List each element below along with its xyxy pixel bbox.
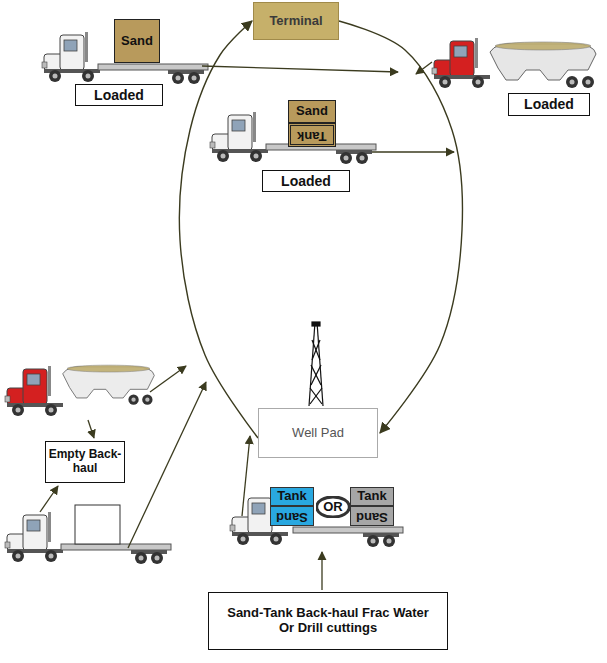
- node-text: Loaded: [281, 173, 331, 189]
- sand-load: Sand: [114, 19, 160, 63]
- status-box: Loaded: [262, 170, 350, 192]
- status-box: Empty Back-haul: [45, 441, 125, 483]
- flow-arc: [339, 21, 463, 433]
- node-text: Well Pad: [292, 426, 344, 441]
- or-circle: OR: [316, 496, 350, 518]
- well-pad-box: Well Pad: [258, 408, 378, 458]
- node-text: Tank: [357, 489, 386, 504]
- node-text: Sand: [121, 34, 153, 49]
- flow-arc: [179, 21, 258, 438]
- sand-load: Sand: [350, 506, 394, 526]
- node-text: Empty Back-haul: [46, 448, 124, 476]
- node-text: Sand: [356, 509, 388, 524]
- terminal-box: Terminal: [253, 2, 339, 40]
- sand-load: Sand: [288, 100, 336, 123]
- node-text: Loaded: [94, 87, 144, 103]
- tank-load: Tank: [350, 487, 394, 506]
- node-text: Tank: [297, 128, 326, 143]
- node-text: Tank: [277, 489, 306, 504]
- node-text: Sand-Tank Back-haul Frac Water Or Drill …: [221, 606, 436, 636]
- node-text: Terminal: [269, 14, 322, 29]
- node-text: Sand: [276, 509, 308, 524]
- callout-box: Sand-Tank Back-haul Frac Water Or Drill …: [208, 592, 448, 650]
- status-box: Loaded: [508, 93, 590, 116]
- status-box: Loaded: [75, 84, 163, 106]
- node-text: Sand: [296, 104, 328, 119]
- node-text: OR: [323, 500, 343, 515]
- node-text: Loaded: [524, 96, 574, 112]
- tank-load: Tank: [270, 487, 314, 506]
- sand-load: Sand: [270, 506, 314, 526]
- tank-load: Tank: [288, 123, 336, 147]
